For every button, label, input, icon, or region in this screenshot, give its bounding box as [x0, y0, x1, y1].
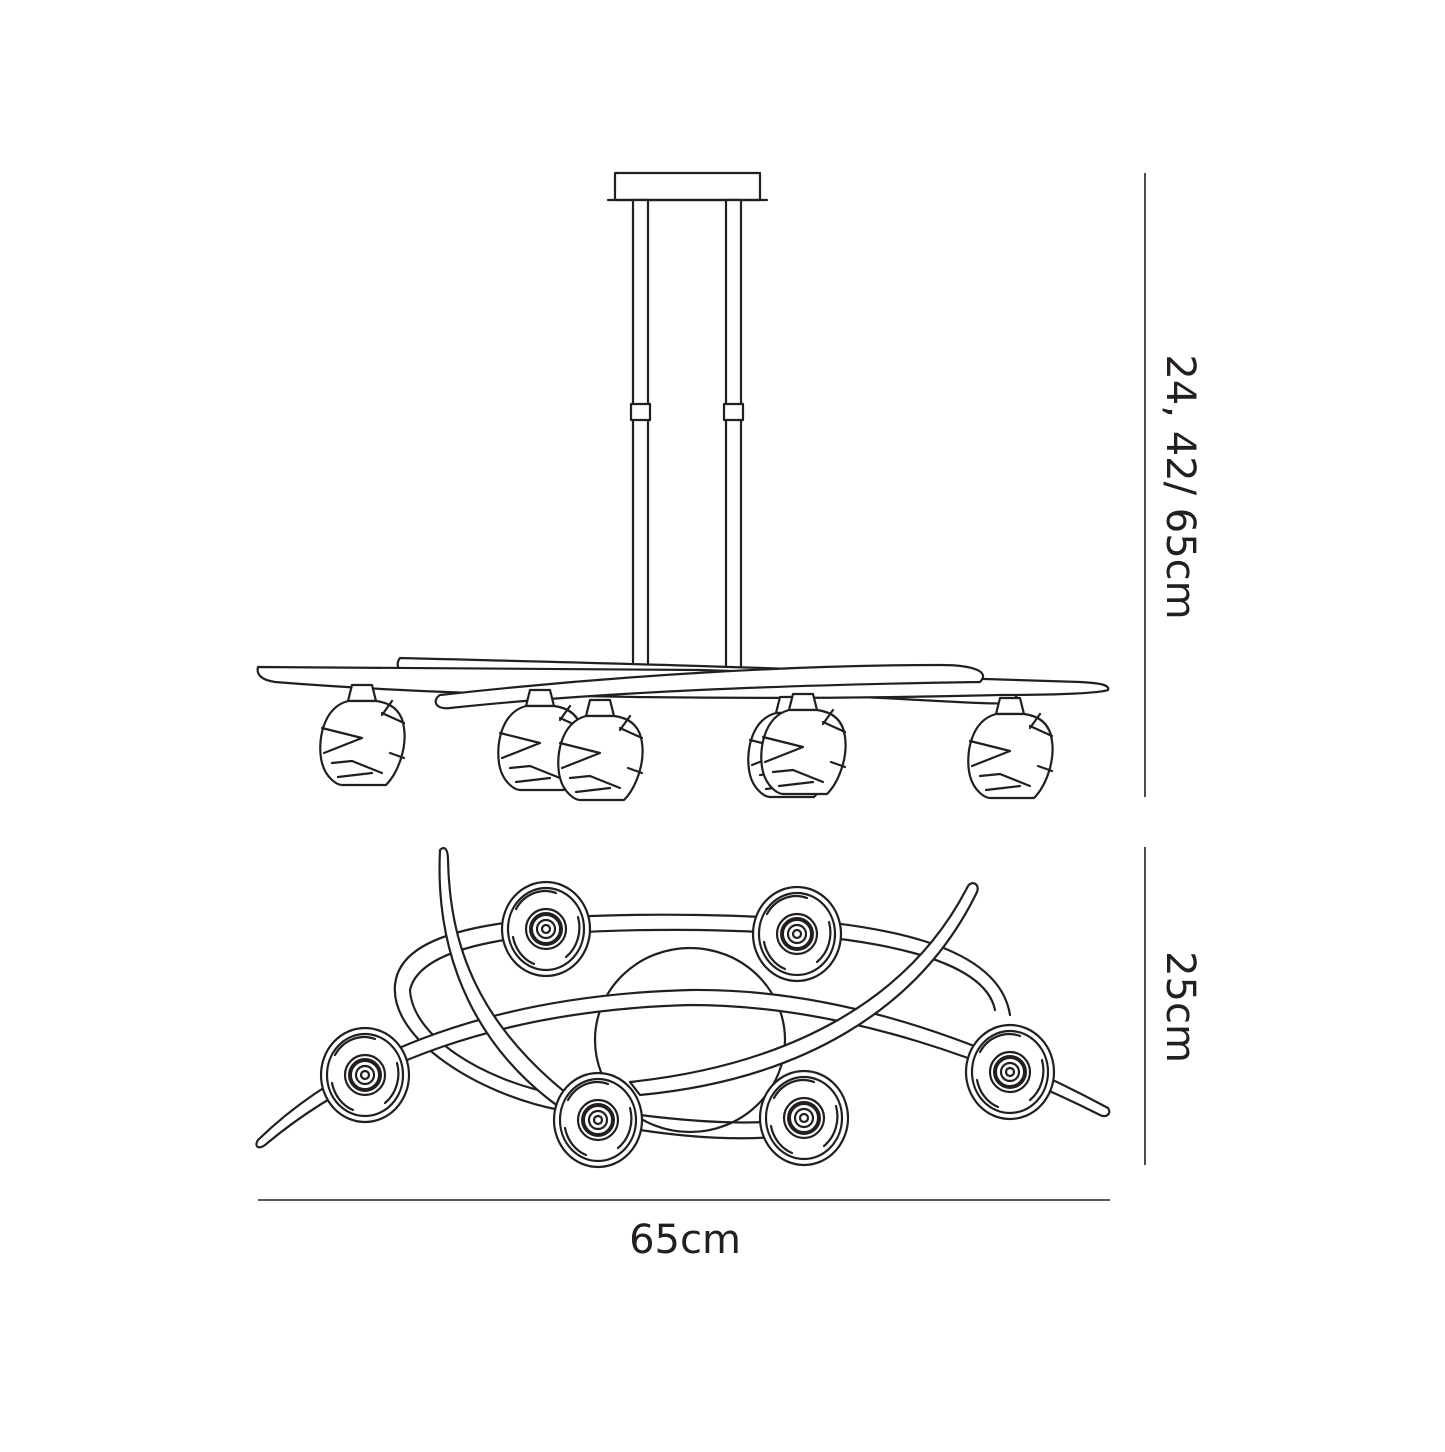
height-label: 24, 42/ 65cm [1157, 354, 1203, 619]
width-dimension: 65cm [258, 1199, 1110, 1263]
ceiling-canopy [613, 171, 762, 202]
width-label: 65cm [629, 1217, 741, 1263]
top-view [255, 846, 1111, 1169]
arms [256, 656, 1110, 710]
depth-label: 25cm [1157, 951, 1203, 1063]
depth-dimension: 25cm [1144, 847, 1203, 1165]
side-view [256, 171, 1110, 802]
center-canopy [593, 946, 787, 1134]
suspension-rods [629, 198, 745, 672]
height-dimension: 24, 42/ 65cm [1144, 173, 1203, 797]
